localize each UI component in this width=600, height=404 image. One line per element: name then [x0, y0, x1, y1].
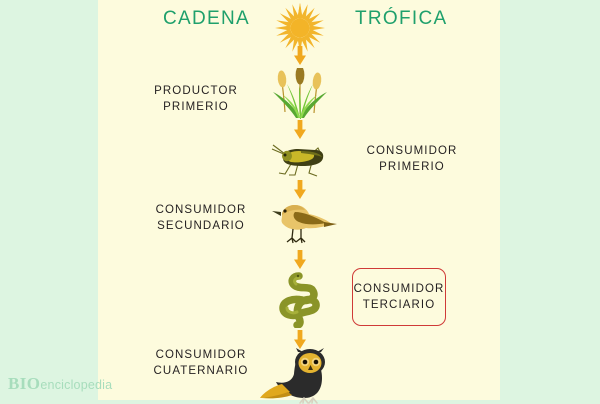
label-consumidor-cuaternario: CONSUMIDOR CUATERNARIO: [136, 347, 266, 379]
snake-icon: [279, 272, 320, 329]
arrow-down-icon-3: [255, 180, 345, 200]
label-line-2: CUATERNARIO: [153, 365, 249, 377]
grasshopper-icon: [271, 144, 324, 177]
label-line-1: CONSUMIDOR: [155, 349, 247, 361]
watermark-brand-rest: enciclopedia: [40, 378, 113, 392]
arrow-down-icon-4: [255, 250, 345, 270]
label-line-2: PRIMERIO: [379, 161, 445, 173]
label-line-1: CONSUMIDOR: [366, 145, 458, 157]
bird-icon: [272, 205, 337, 244]
label-line-2: SECUNDARIO: [157, 220, 245, 232]
arrow-down-icon-2: [255, 120, 345, 140]
chain-node-owl: [255, 348, 345, 404]
trophic-chain-column: [255, 0, 345, 404]
page-title-right: TRÓFICA: [355, 8, 448, 29]
chain-node-snake: [255, 272, 345, 329]
label-line-1: CONSUMIDOR: [155, 204, 247, 216]
label-line-1: CONSUMIDOR: [353, 283, 445, 295]
arrow-down-icon-1: [255, 46, 345, 66]
label-consumidor-terciario: CONSUMIDOR TERCIARIO: [353, 281, 445, 313]
label-productor-primerio: PRODUCTOR PRIMERIO: [136, 83, 256, 115]
chain-node-sun: [255, 2, 345, 54]
label-consumidor-secundario: CONSUMIDOR SECUNDARIO: [136, 202, 266, 234]
watermark-bioenciclopedia: BIO enciclopedia: [8, 375, 112, 392]
label-line-2: PRIMERIO: [163, 101, 229, 113]
chain-node-bird: [255, 200, 345, 248]
page-title-left: CADENA: [163, 8, 250, 29]
watermark-brand-bold: BIO: [8, 374, 41, 393]
chain-node-grasshopper: [255, 142, 345, 178]
label-consumidor-primerio: CONSUMIDOR PRIMERIO: [352, 143, 472, 175]
chain-node-grass: [255, 65, 345, 120]
label-line-1: PRODUCTOR: [154, 85, 238, 97]
arrow-down-icon-5: [255, 330, 345, 350]
highlight-box-consumidor-terciario: CONSUMIDOR TERCIARIO: [352, 268, 446, 326]
grass-icon: [273, 65, 327, 119]
sun-icon: [275, 3, 325, 53]
owl-icon: [260, 348, 325, 404]
label-line-2: TERCIARIO: [362, 299, 436, 311]
